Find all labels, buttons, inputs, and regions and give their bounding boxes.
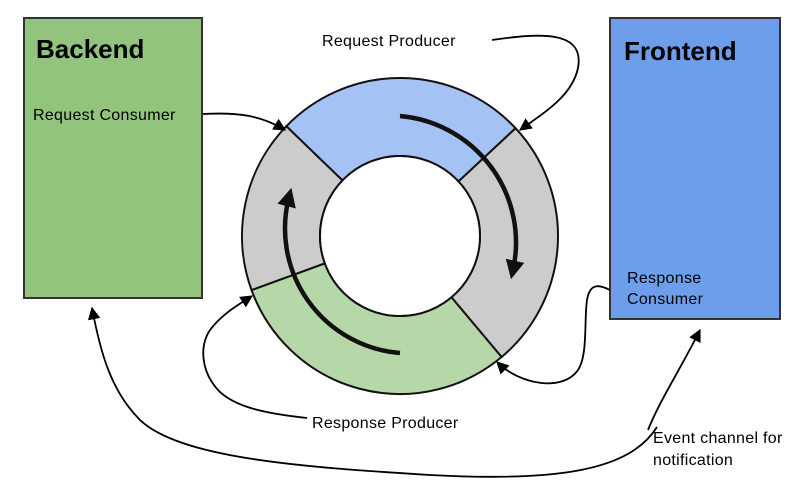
response-flow-arrow <box>277 187 401 356</box>
ring-center-hole <box>319 155 481 317</box>
event-channel-label-line1: Event channel for <box>653 430 783 447</box>
event-channel-connector <box>87 306 658 478</box>
frontend-title: Frontend <box>624 36 737 66</box>
response-consumer-label-line1: Response <box>627 270 701 287</box>
backend-rect <box>23 17 203 299</box>
frontend-box: Frontend Response Consumer <box>609 17 781 320</box>
response-consumer-connector <box>496 285 611 385</box>
backend-box: Backend Request Consumer <box>23 17 203 299</box>
frontend-rect <box>609 17 781 320</box>
request-producer-connector <box>491 34 580 131</box>
event-channel-label-line2: notification <box>653 452 733 469</box>
response-producer-connector <box>202 295 308 419</box>
request-producer-label: Request Producer <box>322 33 456 50</box>
request-consumer-label: Request Consumer <box>33 107 176 124</box>
backend-title: Backend <box>36 34 144 64</box>
request-flow-arrow <box>399 113 525 280</box>
response-producer-label: Response Producer <box>312 415 459 432</box>
request-consumer-connector <box>202 112 287 131</box>
response-consumer-label-line2: Consumer <box>627 291 704 308</box>
ring-buffer <box>241 77 559 395</box>
event-channel-frontend-connector <box>647 328 701 431</box>
